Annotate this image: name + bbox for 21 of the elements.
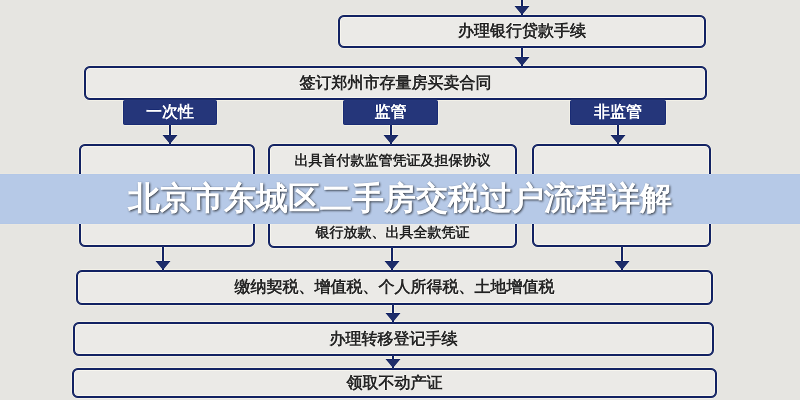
process-box: 签订郑州市存量房买卖合同 xyxy=(84,66,707,100)
process-box: 缴纳契税、增值税、个人所得税、土地增值税 xyxy=(76,270,713,305)
arrow xyxy=(618,247,626,270)
arrow xyxy=(166,125,174,144)
step-text: 出具首付款监管凭证及担保协议 xyxy=(294,152,490,170)
process-box: 领取不动产证 xyxy=(72,368,717,398)
arrow xyxy=(158,247,168,270)
arrow xyxy=(518,48,526,66)
title-banner: 北京市东城区二手房交税过户流程详解 xyxy=(0,174,800,224)
arrow xyxy=(386,125,396,144)
arrow xyxy=(518,0,526,15)
process-box: 办理转移登记手续 xyxy=(73,322,714,356)
branch-tab: 一次性 xyxy=(123,100,217,125)
process-box: 办理银行贷款手续 xyxy=(338,15,706,48)
arrow xyxy=(388,248,396,270)
arrow xyxy=(614,125,622,144)
arrow xyxy=(388,356,398,368)
step-text: 银行放款、出具全款凭证 xyxy=(316,224,470,242)
branch-tab: 监管 xyxy=(343,100,438,125)
branch-tab: 非监管 xyxy=(570,100,666,125)
arrow xyxy=(388,305,398,322)
